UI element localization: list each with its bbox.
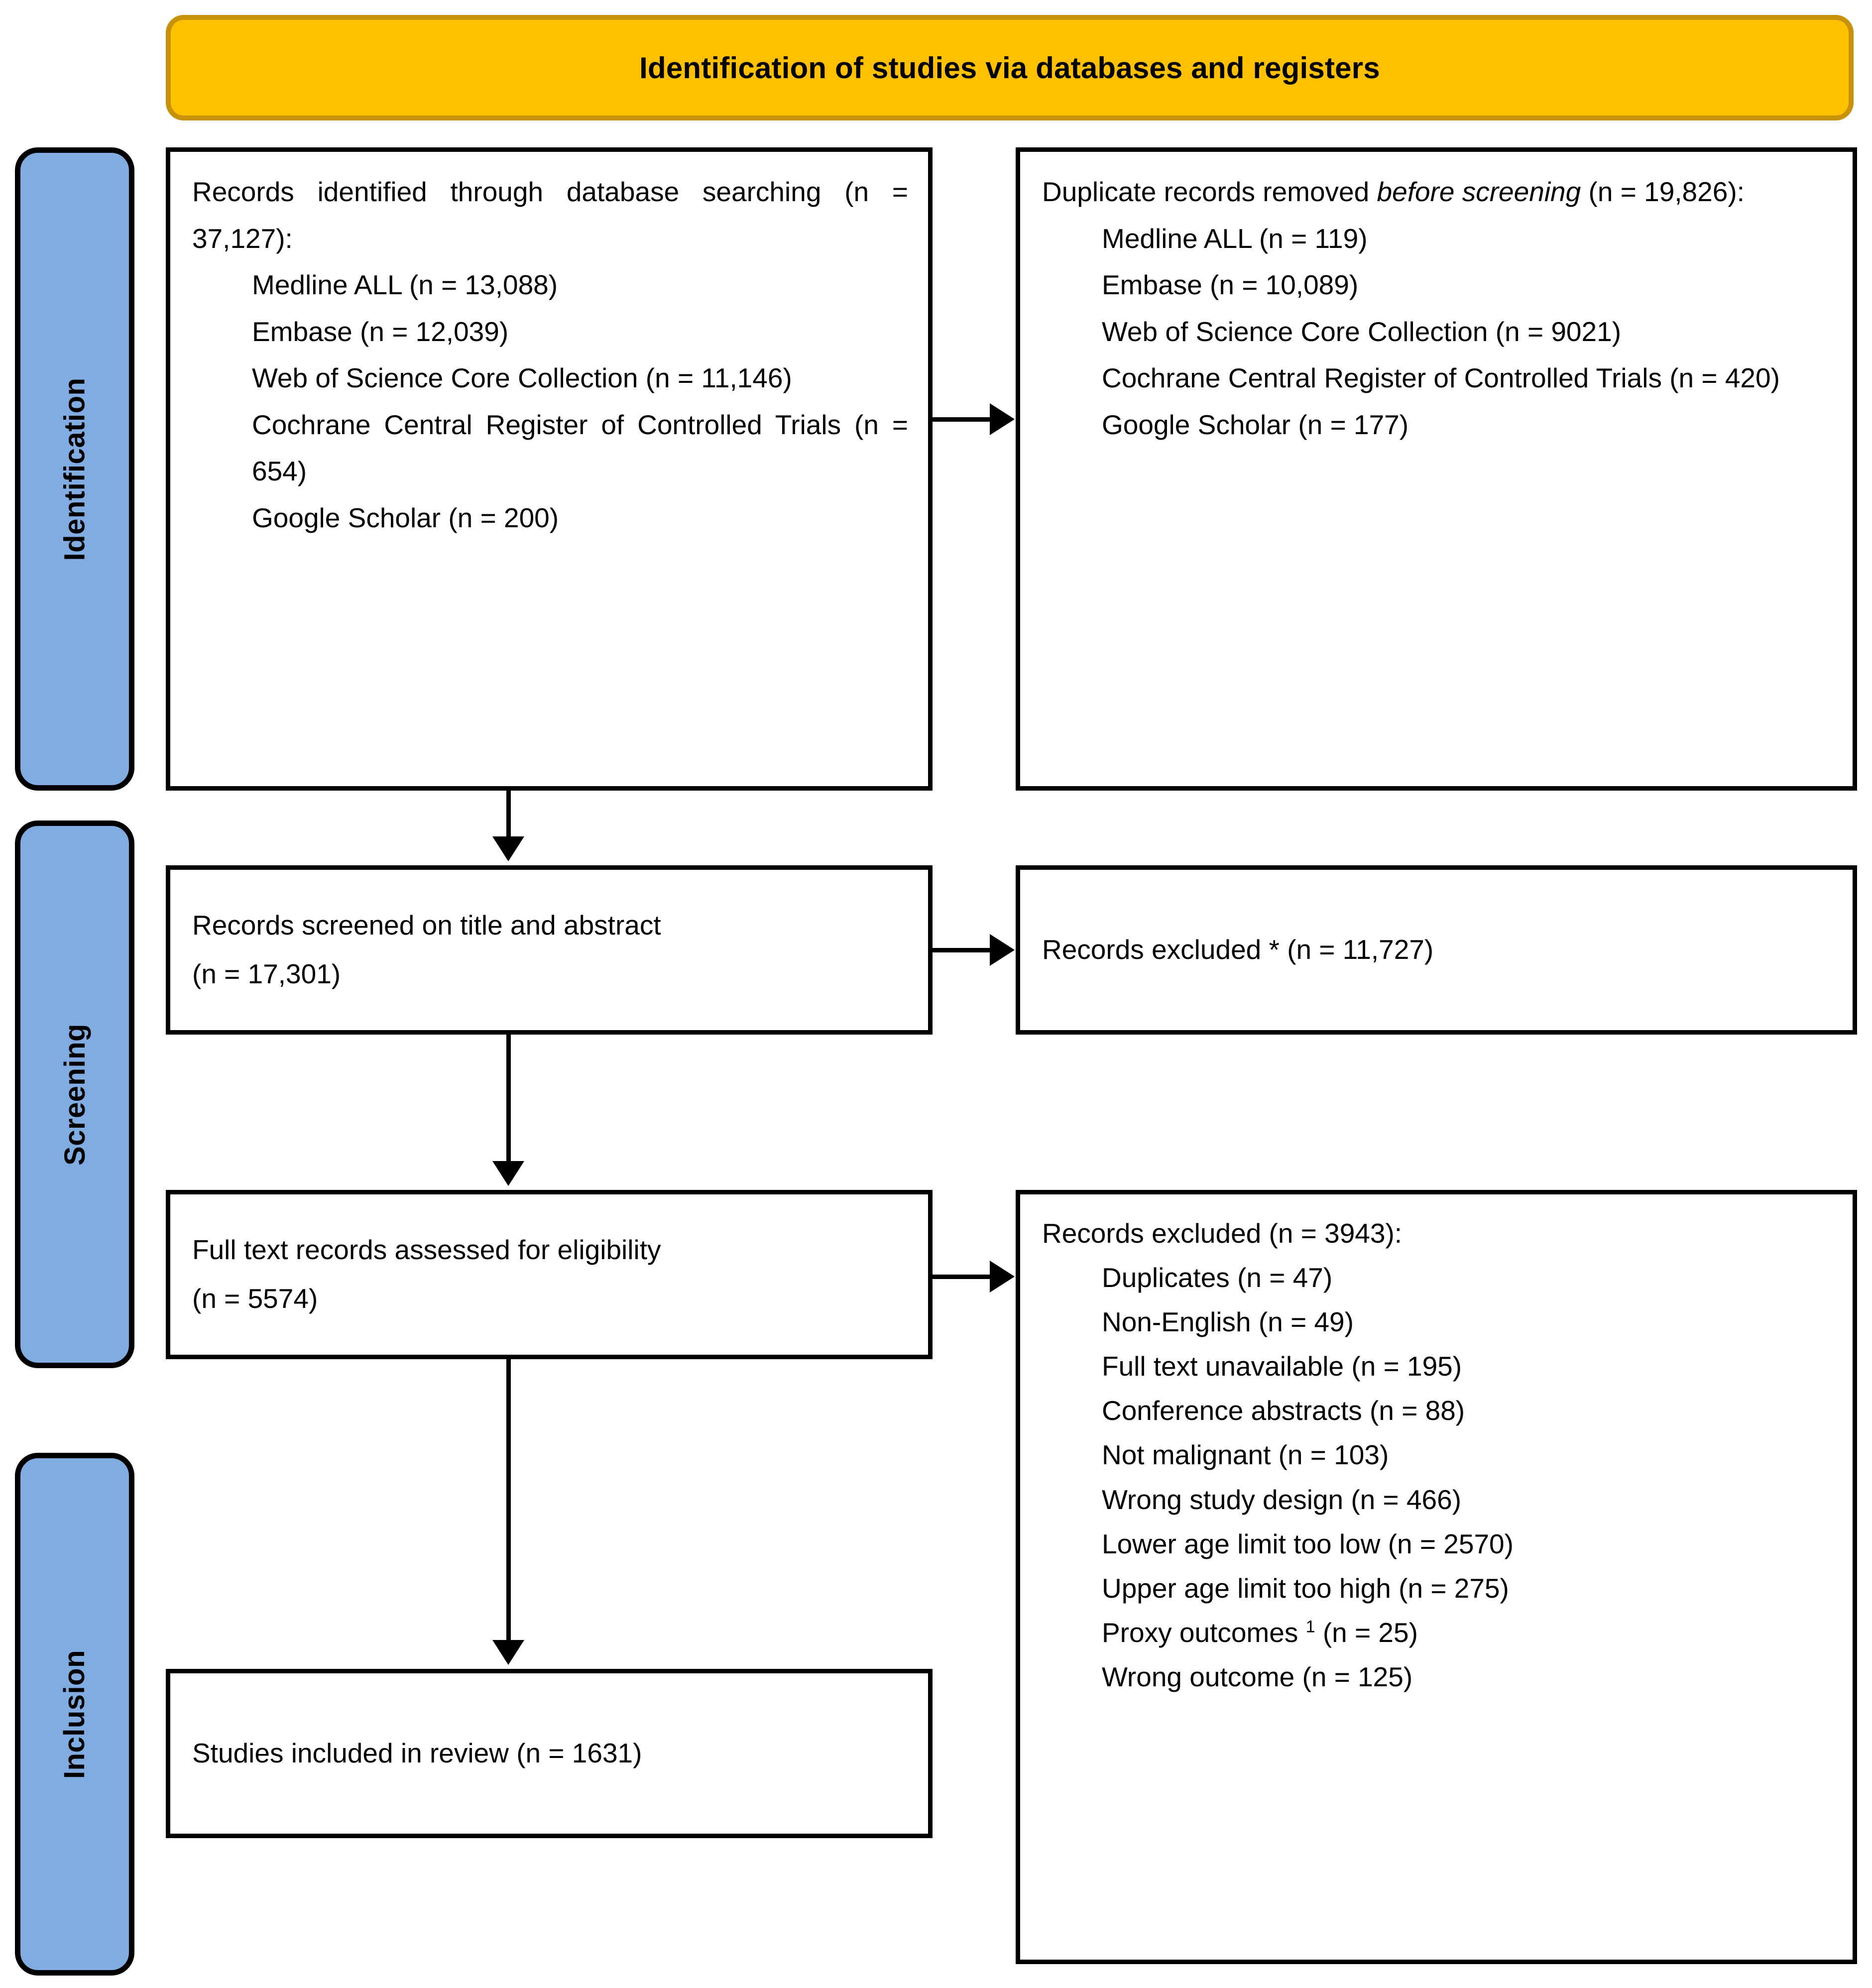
box-records-excluded-eligibility-text: Records excluded (n = 3943): Duplicates …	[1042, 1211, 1833, 1699]
stage-tab-identification: Identification	[15, 147, 134, 791]
connector-fulltext-to-excluded-line	[933, 1275, 992, 1279]
exclusion-reason-proxy-outcomes: Proxy outcomes 1 (n = 25)	[1042, 1611, 1833, 1655]
box-records-excluded-screening: Records excluded * (n = 11,727)	[1016, 865, 1857, 1035]
records-identified-item: Medline ALL (n = 13,088)	[252, 269, 558, 300]
duplicates-item: Google Scholar (n = 177)	[1102, 409, 1409, 440]
box-duplicate-records-removed: Duplicate records removed before screeni…	[1016, 147, 1857, 791]
duplicates-item: Web of Science Core Collection (n = 9021…	[1102, 316, 1622, 347]
exclusion-reason: Upper age limit too high (n = 275)	[1102, 1572, 1509, 1604]
proxy-outcomes-label: Proxy outcomes	[1102, 1617, 1306, 1648]
records-screened-line-1: Records screened on title and abstract	[192, 910, 661, 941]
fulltext-assessed-line-1: Full text records assessed for eligibili…	[192, 1234, 661, 1266]
box-records-identified: Records identified through database sear…	[166, 147, 933, 791]
footnote-marker: 1	[1305, 1617, 1315, 1637]
duplicates-item: Embase (n = 10,089)	[1102, 269, 1359, 300]
box-records-excluded-screening-text: Records excluded * (n = 11,727)	[1042, 887, 1833, 1013]
connector-fulltext-to-excluded-arrowhead	[990, 1261, 1015, 1292]
box-records-identified-text: Records identified through database sear…	[192, 169, 908, 541]
box-studies-included-text: Studies included in review (n = 1631)	[192, 1690, 908, 1817]
box-records-screened: Records screened on title and abstract (…	[166, 865, 933, 1035]
connector-screened-to-excluded-arrowhead	[990, 934, 1015, 966]
exclusion-reason: Non-English (n = 49)	[1102, 1306, 1354, 1338]
box-studies-included: Studies included in review (n = 1631)	[166, 1669, 933, 1838]
exclusion-reason: Wrong outcome (n = 125)	[1102, 1661, 1413, 1692]
box-fulltext-assessed-text: Full text records assessed for eligibili…	[192, 1211, 908, 1338]
studies-included-line: Studies included in review (n = 1631)	[192, 1738, 642, 1769]
box-records-excluded-eligibility: Records excluded (n = 3943): Duplicates …	[1016, 1190, 1857, 1964]
records-identified-item: Web of Science Core Collection (n = 11,1…	[252, 362, 792, 393]
diagram-header-banner: Identification of studies via databases …	[166, 15, 1854, 120]
records-excluded-screening-line: Records excluded * (n = 11,727)	[1042, 934, 1434, 965]
stage-tab-screening: Screening	[15, 820, 134, 1368]
records-excluded-eligibility-heading: Records excluded (n = 3943):	[1042, 1218, 1403, 1249]
box-duplicate-records-removed-text: Duplicate records removed before screeni…	[1042, 169, 1833, 448]
stage-tab-inclusion-label: Inclusion	[58, 1649, 91, 1779]
duplicates-heading-italic: before screening	[1377, 176, 1581, 207]
box-records-screened-text: Records screened on title and abstract (…	[192, 887, 908, 1013]
records-identified-item: Embase (n = 12,039)	[252, 316, 509, 347]
duplicates-item: Cochrane Central Register of Controlled …	[1102, 362, 1780, 393]
duplicates-item: Medline ALL (n = 119)	[1102, 223, 1368, 254]
records-identified-item: Cochrane Central Register of Controlled …	[252, 409, 908, 487]
exclusion-reason: Wrong study design (n = 466)	[1102, 1484, 1462, 1515]
stage-tab-identification-label: Identification	[58, 377, 91, 561]
duplicates-heading-prefix: Duplicate records removed	[1042, 176, 1377, 207]
duplicates-heading-suffix: (n = 19,826):	[1581, 176, 1745, 207]
exclusion-reason: Not malignant (n = 103)	[1102, 1439, 1389, 1471]
connector-identified-to-duplicates-line	[933, 417, 992, 422]
exclusion-reason: Lower age limit too low (n = 2570)	[1102, 1528, 1514, 1559]
connector-screened-to-fulltext-line	[506, 1035, 511, 1165]
page-title: Identification of studies via databases …	[639, 51, 1380, 85]
records-screened-line-2: (n = 17,301)	[192, 958, 341, 989]
connector-screened-to-excluded-line	[933, 948, 992, 952]
duplicates-heading: Duplicate records removed before screeni…	[1042, 169, 1833, 216]
exclusion-reason: Duplicates (n = 47)	[1102, 1262, 1333, 1293]
exclusion-reason: Full text unavailable (n = 195)	[1102, 1351, 1462, 1382]
box-fulltext-assessed: Full text records assessed for eligibili…	[166, 1190, 933, 1359]
proxy-outcomes-count: (n = 25)	[1315, 1617, 1418, 1648]
records-identified-heading: Records identified through database sear…	[192, 176, 908, 254]
connector-fulltext-to-included-arrowhead	[492, 1640, 524, 1665]
connector-fulltext-to-included-line	[506, 1359, 511, 1644]
connector-identified-to-screened-arrowhead	[492, 836, 524, 861]
exclusion-reason: Conference abstracts (n = 88)	[1102, 1395, 1465, 1426]
fulltext-assessed-line-2: (n = 5574)	[192, 1283, 318, 1314]
stage-tab-inclusion: Inclusion	[15, 1453, 134, 1976]
connector-screened-to-fulltext-arrowhead	[492, 1161, 524, 1186]
stage-tab-screening-label: Screening	[58, 1023, 91, 1166]
connector-identified-to-duplicates-arrowhead	[990, 403, 1015, 435]
records-identified-item: Google Scholar (n = 200)	[252, 502, 559, 533]
connector-identified-to-screened-line	[506, 791, 511, 840]
